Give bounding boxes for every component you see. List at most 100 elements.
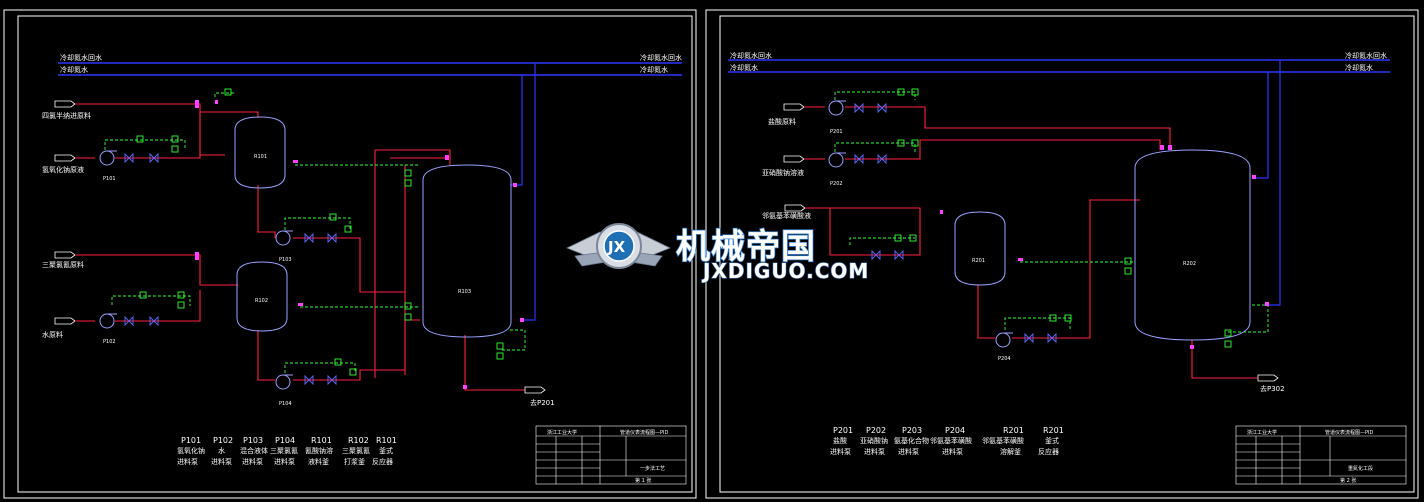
sheet-2-title-block <box>1235 425 1407 485</box>
legend-2-desc2-5: 溶解釜 <box>1000 447 1021 456</box>
sheet-1-process-lines <box>75 103 525 391</box>
sheet-1-instrument-boxes <box>136 88 504 376</box>
sheet-1-inner-frame <box>17 15 693 493</box>
sheet-2-cooling-drop-2 <box>1268 60 1281 306</box>
legend-2-desc1-6: 釜式 <box>1045 436 1059 445</box>
sheet-1-reactor-r101: R101 <box>234 116 286 189</box>
sheet-1-title-project: 一步法工艺 <box>640 465 665 472</box>
sheet-2-p201-tag: P201 <box>830 129 843 135</box>
sheet-2-feed-1: 盐酸原料 <box>768 103 805 126</box>
watermark-english: JXDIGUO.COM <box>701 259 869 283</box>
sheet-2-return-label-left: 冷却氮水回水 <box>730 51 772 60</box>
sheet-1-return-label-right: 冷却氮水回水 <box>640 53 682 62</box>
legend-1-tag-3: P103 <box>243 436 263 445</box>
legend-2-desc1-4: 邻氨基苯磺酸 <box>930 436 972 445</box>
sheet-1-outlet-label: 去P201 <box>530 398 555 407</box>
sheet-2-reactor-r201: R201 <box>954 211 1006 286</box>
sheet-2-title-drawing: 管道仪表流程图—PID <box>1325 429 1373 436</box>
sheet-2-supply-label-left: 冷却氮水 <box>730 63 758 72</box>
legend-1-desc1-2: 水 <box>218 446 225 455</box>
sheet-1-pump-p101: P101 <box>99 150 117 182</box>
sheet-1-title-school: 浙江工业大学 <box>547 429 577 436</box>
sheet-2-p202-tag: P202 <box>830 181 843 187</box>
sheet-2-process-lines <box>804 106 1258 379</box>
sheet-1-p104-tag: P104 <box>279 401 292 407</box>
watermark-logo-text: JX <box>607 238 626 256</box>
sheet-1-feed-label-3: 三聚氯氰原料 <box>42 260 84 269</box>
legend-1-tag-6: R102 <box>348 436 369 445</box>
sheet-1-r103-tag: R103 <box>458 289 471 295</box>
sheet-1-valves <box>124 152 337 386</box>
sheet-1-pump-p102: P102 <box>99 313 117 345</box>
legend-2-desc2-3: 进料泵 <box>898 447 919 456</box>
sheet-2-r201-tag: R201 <box>972 258 985 264</box>
sheet-2-inner-frame <box>719 15 1415 493</box>
sheet-1-cooling-drop-2 <box>522 63 536 321</box>
sheet-1-feed-label-2: 氢氧化钠原液 <box>42 165 84 174</box>
legend-2-tag-6: R201 <box>1043 426 1064 435</box>
sheet-2-feed-2: 亚硝酸钠溶液 <box>762 155 805 177</box>
legend-2-desc2-2: 进料泵 <box>864 447 885 456</box>
legend-1-desc2-7: 反应器 <box>372 457 393 466</box>
sheet-1-equipment-legend: P101 氢氧化钠 进料泵 P102 水 进料泵 P103 混合液体 进料泵 P… <box>177 436 397 466</box>
legend-1-desc2-6: 打浆釜 <box>344 457 365 466</box>
legend-1-desc1-1: 氢氧化钠 <box>177 446 205 455</box>
sheet-1-reactor-r102: R102 <box>236 261 288 332</box>
legend-2-tag-5: R201 <box>1003 426 1024 435</box>
sheet-2-feed-label-3: 邻氨基苯磺酸液 <box>762 211 811 220</box>
sheet-1-r101-tag: R101 <box>254 154 267 160</box>
sheet-1-r102-tag: R102 <box>255 298 268 304</box>
legend-2-tag-3: P203 <box>902 426 922 435</box>
sheet-1-feed-3: 三聚氯氰原料 <box>42 251 84 269</box>
sheet-2-p204-tag: P204 <box>998 356 1011 362</box>
sheet-1-return-label-left: 冷却氮水回水 <box>60 53 102 62</box>
legend-1-desc2-2: 进料泵 <box>211 457 232 466</box>
legend-1-desc2-5: 液料釜 <box>308 457 329 466</box>
sheet-1-p101-tag: P101 <box>103 176 116 182</box>
sheet-2-title-project: 重氮化工段 <box>1348 465 1373 472</box>
legend-1-tag-5: R101 <box>311 436 332 445</box>
sheet-1-pump-p103: P103 <box>275 230 293 263</box>
legend-1-desc1-6: 三聚氯氰 <box>342 446 370 455</box>
sheet-2-r202-tag: R202 <box>1183 261 1196 267</box>
watermark-chinese: 机械帝国 <box>676 227 816 267</box>
legend-2-desc1-3: 氨基化合物 <box>894 436 929 445</box>
sheet-1-outer-frame <box>3 9 697 499</box>
sheet-1-feed-2: 氢氧化钠原液 <box>42 154 84 174</box>
legend-1-desc2-1: 进料泵 <box>177 457 198 466</box>
legend-2-desc2-6: 反应器 <box>1038 447 1059 456</box>
sheet-1-feed-label-1: 四氯半纳进原料 <box>42 111 91 120</box>
legend-2-desc2-1: 进料泵 <box>830 447 851 456</box>
legend-1-tag-2: P102 <box>213 436 233 445</box>
legend-1-desc2-3: 进料泵 <box>242 457 263 466</box>
sheet-1-feed-label-4: 水原料 <box>42 330 63 339</box>
sheet-1-signal-lines <box>104 92 526 373</box>
legend-1-desc1-3: 混合液体 <box>240 446 268 455</box>
legend-1-desc2-4: 进料泵 <box>274 457 295 466</box>
sheet-2-equipment-legend: P201 盐酸 进料泵 P202 亚硝酸钠 进料泵 P203 氨基化合物 进料泵… <box>830 426 1064 456</box>
legend-2-desc1-2: 亚硝酸钠 <box>860 436 888 445</box>
sheet-2-title-sheet: 第 2 张 <box>1340 477 1356 484</box>
sheet-1-reactor-r103: R103 <box>422 164 512 338</box>
legend-1-tag-4: P104 <box>275 436 295 445</box>
sheet-2-return-label-right: 冷却氮水回水 <box>1345 51 1387 60</box>
sheet-1-p103-tag: P103 <box>279 257 292 263</box>
sheet-2: 冷却氮水回水 冷却氮水 冷却氮水回水 冷却氮水 盐酸原料 亚硝酸钠溶液 邻氨基苯… <box>705 9 1419 499</box>
legend-2-desc2-4: 进料泵 <box>942 447 963 456</box>
sheet-1-p102-tag: P102 <box>103 339 116 345</box>
legend-1-desc1-7: 釜式 <box>379 446 393 455</box>
sheet-1-accent-marks <box>195 100 524 389</box>
legend-1-desc1-5: 氰酸钠溶 <box>305 446 333 455</box>
sheet-2-accent-marks <box>940 145 1269 349</box>
sheet-2-pump-p201: P201 <box>828 100 846 135</box>
watermark: JX 机械帝国 JXDIGUO.COM <box>566 223 869 284</box>
sheet-2-feed-label-2: 亚硝酸钠溶液 <box>762 168 804 177</box>
sheet-1: 冷却氮水回水 冷却氮水 冷却氮水回水 冷却氮水 四氯半纳进原料 氢氧化钠原液 三… <box>3 9 697 499</box>
sheet-1-supply-label-right: 冷却氮水 <box>640 65 668 74</box>
legend-1-tag-7: R101 <box>376 436 397 445</box>
sheet-1-title-block <box>535 425 687 485</box>
sheet-1-outlet: 去P201 <box>524 386 555 407</box>
sheet-2-outer-frame <box>705 9 1419 499</box>
sheet-2-cooling-drop-1 <box>1252 72 1269 179</box>
sheet-2-feed-label-1: 盐酸原料 <box>768 117 796 126</box>
